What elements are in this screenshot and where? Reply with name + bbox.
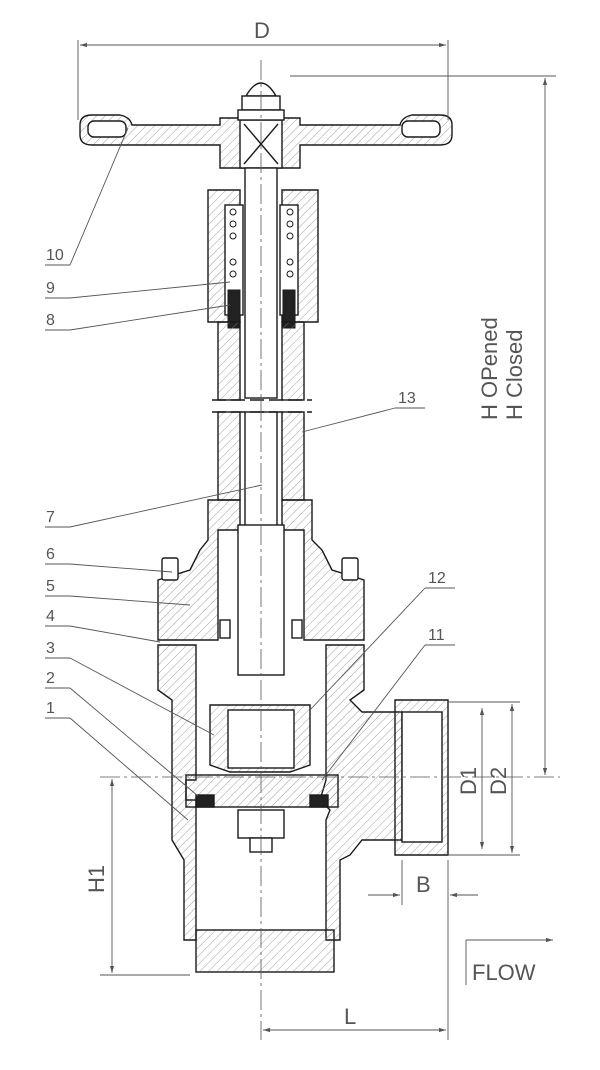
bonnet-tube: [217, 321, 305, 501]
part-number-4: 4: [46, 608, 55, 625]
packing-rings: [227, 289, 296, 329]
part-number-12: 12: [428, 570, 446, 587]
gland-springs: [229, 208, 294, 278]
part-number-10: 10: [46, 247, 64, 264]
part-number-8: 8: [46, 312, 55, 329]
break-lines: [212, 399, 312, 413]
leader-lines: [45, 127, 455, 821]
bonnet: [157, 499, 365, 641]
dim-h1-label: H1: [84, 865, 109, 893]
part-number-6: 6: [46, 546, 55, 563]
dim-b-label: B: [416, 872, 431, 897]
bonnet-stud-left: [161, 557, 179, 581]
dim-h-opened-label: H OPened: [477, 317, 502, 420]
part-number-7: 7: [46, 509, 55, 526]
part-number-13: 13: [398, 390, 416, 407]
part-number-9: 9: [46, 280, 55, 297]
flow-label: FLOW: [472, 960, 536, 985]
outlet-port: [394, 699, 449, 856]
dim-l-label: L: [344, 1004, 356, 1029]
handwheel: [79, 114, 453, 169]
part-number-11: 11: [428, 627, 445, 644]
inlet-port: [195, 929, 335, 973]
dim-d1-label: D1: [456, 767, 481, 795]
part-number-3: 3: [46, 640, 55, 657]
dim-d-label: D: [254, 18, 270, 43]
part-number-1: 1: [46, 700, 55, 717]
part-number-5: 5: [46, 578, 55, 595]
dimension-lines: [77, 40, 556, 1040]
dimension-labels: D H OPened H Closed D1 D2 H1 B L FLOW: [84, 18, 536, 1029]
bonnet-stud-right: [341, 557, 359, 581]
dim-d2-label: D2: [486, 767, 511, 795]
seat: [185, 774, 339, 808]
disc: [209, 704, 311, 773]
part-number-labels: 1 2 3 4 5 6 7 8 9 10 11 12 13: [46, 247, 446, 717]
part-number-2: 2: [46, 670, 55, 687]
dim-h-closed-label: H Closed: [502, 330, 527, 420]
